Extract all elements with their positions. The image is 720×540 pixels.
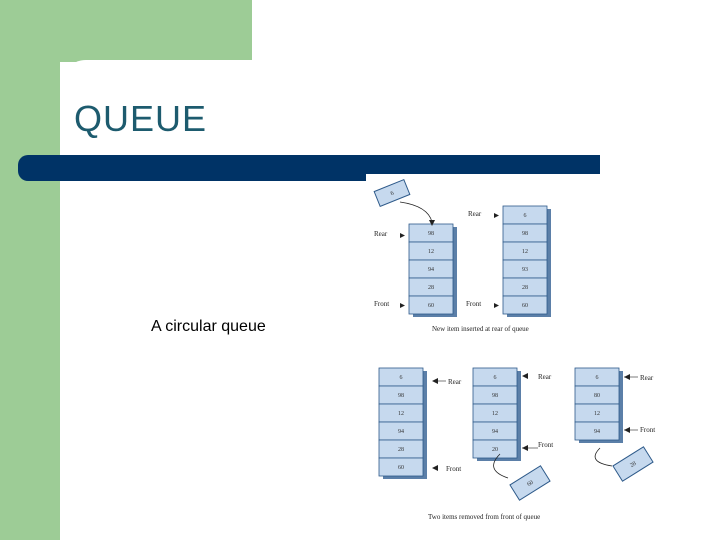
pointer-icon [522, 445, 528, 451]
remove-arrow-icon [594, 447, 613, 467]
queue-cell-value: 98 [428, 231, 434, 237]
top-right-queue: 6 98 12 93 28 60 [502, 205, 551, 317]
bottom-2-front-label: Front [538, 441, 553, 449]
pointer-icon [432, 378, 438, 384]
bottom-1-rear-label: Rear [448, 378, 462, 386]
pointer-icon [522, 373, 528, 379]
queue-cell [472, 439, 518, 459]
pointer-icon [624, 427, 630, 433]
pointer-icon [624, 374, 630, 380]
bottom-queue-2: 6 98 12 94 20 [472, 367, 521, 461]
new-item-label: 6 [390, 191, 395, 198]
removed-item-1: 60 [509, 465, 551, 501]
green-side-strip [0, 0, 60, 540]
insert-arrowhead-icon [429, 220, 435, 226]
top-right-rear-label: Rear [468, 210, 482, 218]
bottom-2-rear-label: Rear [538, 373, 552, 381]
pointer-icon [494, 213, 499, 218]
queue-cell-value: 12 [398, 411, 404, 417]
queue-cell-value: 12 [594, 411, 600, 417]
new-item-block: 6 [373, 178, 411, 208]
slide-caption: A circular queue [151, 318, 266, 335]
bottom-figure-caption: Two items removed from front of queue [428, 513, 540, 521]
queue-cell-value: 94 [492, 429, 498, 435]
top-left-rear-label: Rear [374, 230, 388, 238]
queue-cell-value: 12 [428, 249, 434, 255]
queue-cell-value: 12 [492, 411, 498, 417]
remove-arrow-icon [493, 453, 509, 479]
removed-item-2-label: 28 [629, 461, 637, 469]
queue-cell-value: 6 [596, 375, 599, 381]
pointer-icon [432, 465, 438, 471]
pointer-icon [400, 233, 405, 238]
queue-cell-value: 6 [494, 375, 497, 381]
queue-cell [378, 457, 424, 477]
queue-cell-value: 20 [492, 447, 498, 453]
bottom-queue-3: 6 80 12 94 [574, 367, 623, 443]
queue-cell [408, 295, 454, 315]
slide-title: QUEUE [74, 98, 208, 139]
top-right-front-label: Front [466, 300, 481, 308]
removed-item-2: 28 [612, 446, 654, 482]
queue-cell-value: 28 [428, 285, 434, 291]
queue-cell-value: 98 [522, 231, 528, 237]
queue-cell-value: 60 [522, 303, 528, 309]
bottom-1-front-label: Front [446, 465, 461, 473]
bottom-3-rear-label: Rear [640, 374, 654, 382]
title-divider-tab [18, 165, 366, 181]
queue-cell [502, 295, 548, 315]
queue-cell-value: 6 [524, 213, 527, 219]
insert-arrow-icon [399, 201, 433, 223]
queue-cell-value: 94 [594, 429, 600, 435]
queue-cell-value: 28 [522, 285, 528, 291]
queue-cell-value: 98 [492, 393, 498, 399]
queue-cell-value: 60 [428, 303, 434, 309]
queue-cell-value: 80 [594, 393, 600, 399]
pointer-icon [494, 303, 499, 308]
bottom-3-front-label: Front [640, 426, 655, 434]
top-figure-caption: New item inserted at rear of queue [432, 325, 529, 333]
queue-cell-value: 6 [400, 375, 403, 381]
top-left-queue: 98 12 94 28 60 [408, 223, 457, 317]
pointer-icon [400, 303, 405, 308]
queue-cell-value: 98 [398, 393, 404, 399]
queue-cell [574, 421, 620, 441]
queue-cell-value: 28 [398, 447, 404, 453]
bottom-queue-1: 6 98 12 94 28 60 [378, 367, 427, 479]
queue-cell-value: 94 [428, 267, 434, 273]
queue-cell-value: 94 [398, 429, 404, 435]
queue-cell-value: 93 [522, 267, 528, 273]
top-left-front-label: Front [374, 300, 389, 308]
removed-item-1-label: 60 [526, 480, 534, 488]
queue-cell-value: 12 [522, 249, 528, 255]
queue-cell-value: 60 [398, 465, 404, 471]
